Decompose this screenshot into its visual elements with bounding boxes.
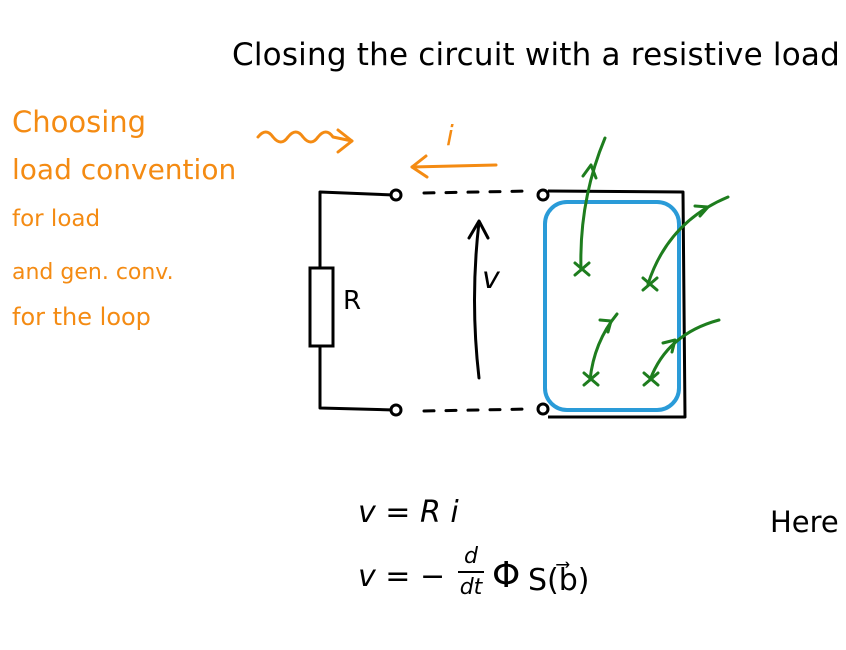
terminal-top-left: [389, 188, 403, 202]
equation-ohm: v = R i: [358, 495, 459, 530]
resistor-label: R: [343, 286, 362, 316]
terminal-bottom-right: [536, 402, 550, 416]
note-line-1: Choosing: [12, 105, 147, 139]
loop-frame: [547, 189, 687, 419]
current-arrow: [410, 154, 498, 179]
fraction-bar: [458, 571, 484, 573]
circuit-wires: [318, 190, 396, 412]
flux-argument: S(b⃗): [528, 563, 590, 598]
dashed-connections: [422, 189, 532, 413]
field-line-1-arrow: [581, 163, 598, 180]
field-line-4-arrow: [661, 338, 677, 354]
field-line-1-cross: [573, 261, 591, 277]
note-line-5: for the loop: [12, 303, 151, 331]
field-line-1: [579, 136, 607, 272]
voltage-arrow: [467, 219, 490, 380]
magnetic-field-lines: [573, 136, 730, 387]
note-line-2: load convention: [12, 153, 237, 186]
field-line-3: [588, 312, 619, 382]
diagram-title: Closing the circuit with a resistive loa…: [232, 37, 840, 73]
field-line-3-arrow: [598, 318, 613, 334]
derivative-denominator: dt: [459, 575, 483, 600]
note-line-3: for load: [12, 206, 101, 232]
surface-outline: [543, 200, 681, 412]
flux-symbol: Φ: [492, 555, 521, 596]
terminal-top-right: [536, 188, 550, 202]
derivative-fraction: d dt: [458, 544, 484, 600]
resistor: [308, 266, 335, 348]
equation-faraday-lhs: v = −: [358, 559, 446, 594]
voltage-label: v: [482, 261, 500, 296]
note-line-4: and gen. conv.: [12, 260, 174, 285]
derivative-numerator: d: [464, 544, 478, 569]
current-label: i: [446, 119, 454, 152]
energy-flow-arrow: [256, 128, 354, 154]
field-line-2: [646, 195, 730, 286]
terminals: [389, 188, 550, 417]
side-label-here: Here: [770, 505, 839, 539]
terminal-bottom-left: [389, 403, 403, 417]
field-line-3-cross: [582, 371, 600, 387]
field-line-4-cross: [642, 371, 660, 387]
field-line-2-cross: [641, 276, 659, 292]
field-line-2-arrow: [693, 204, 710, 218]
